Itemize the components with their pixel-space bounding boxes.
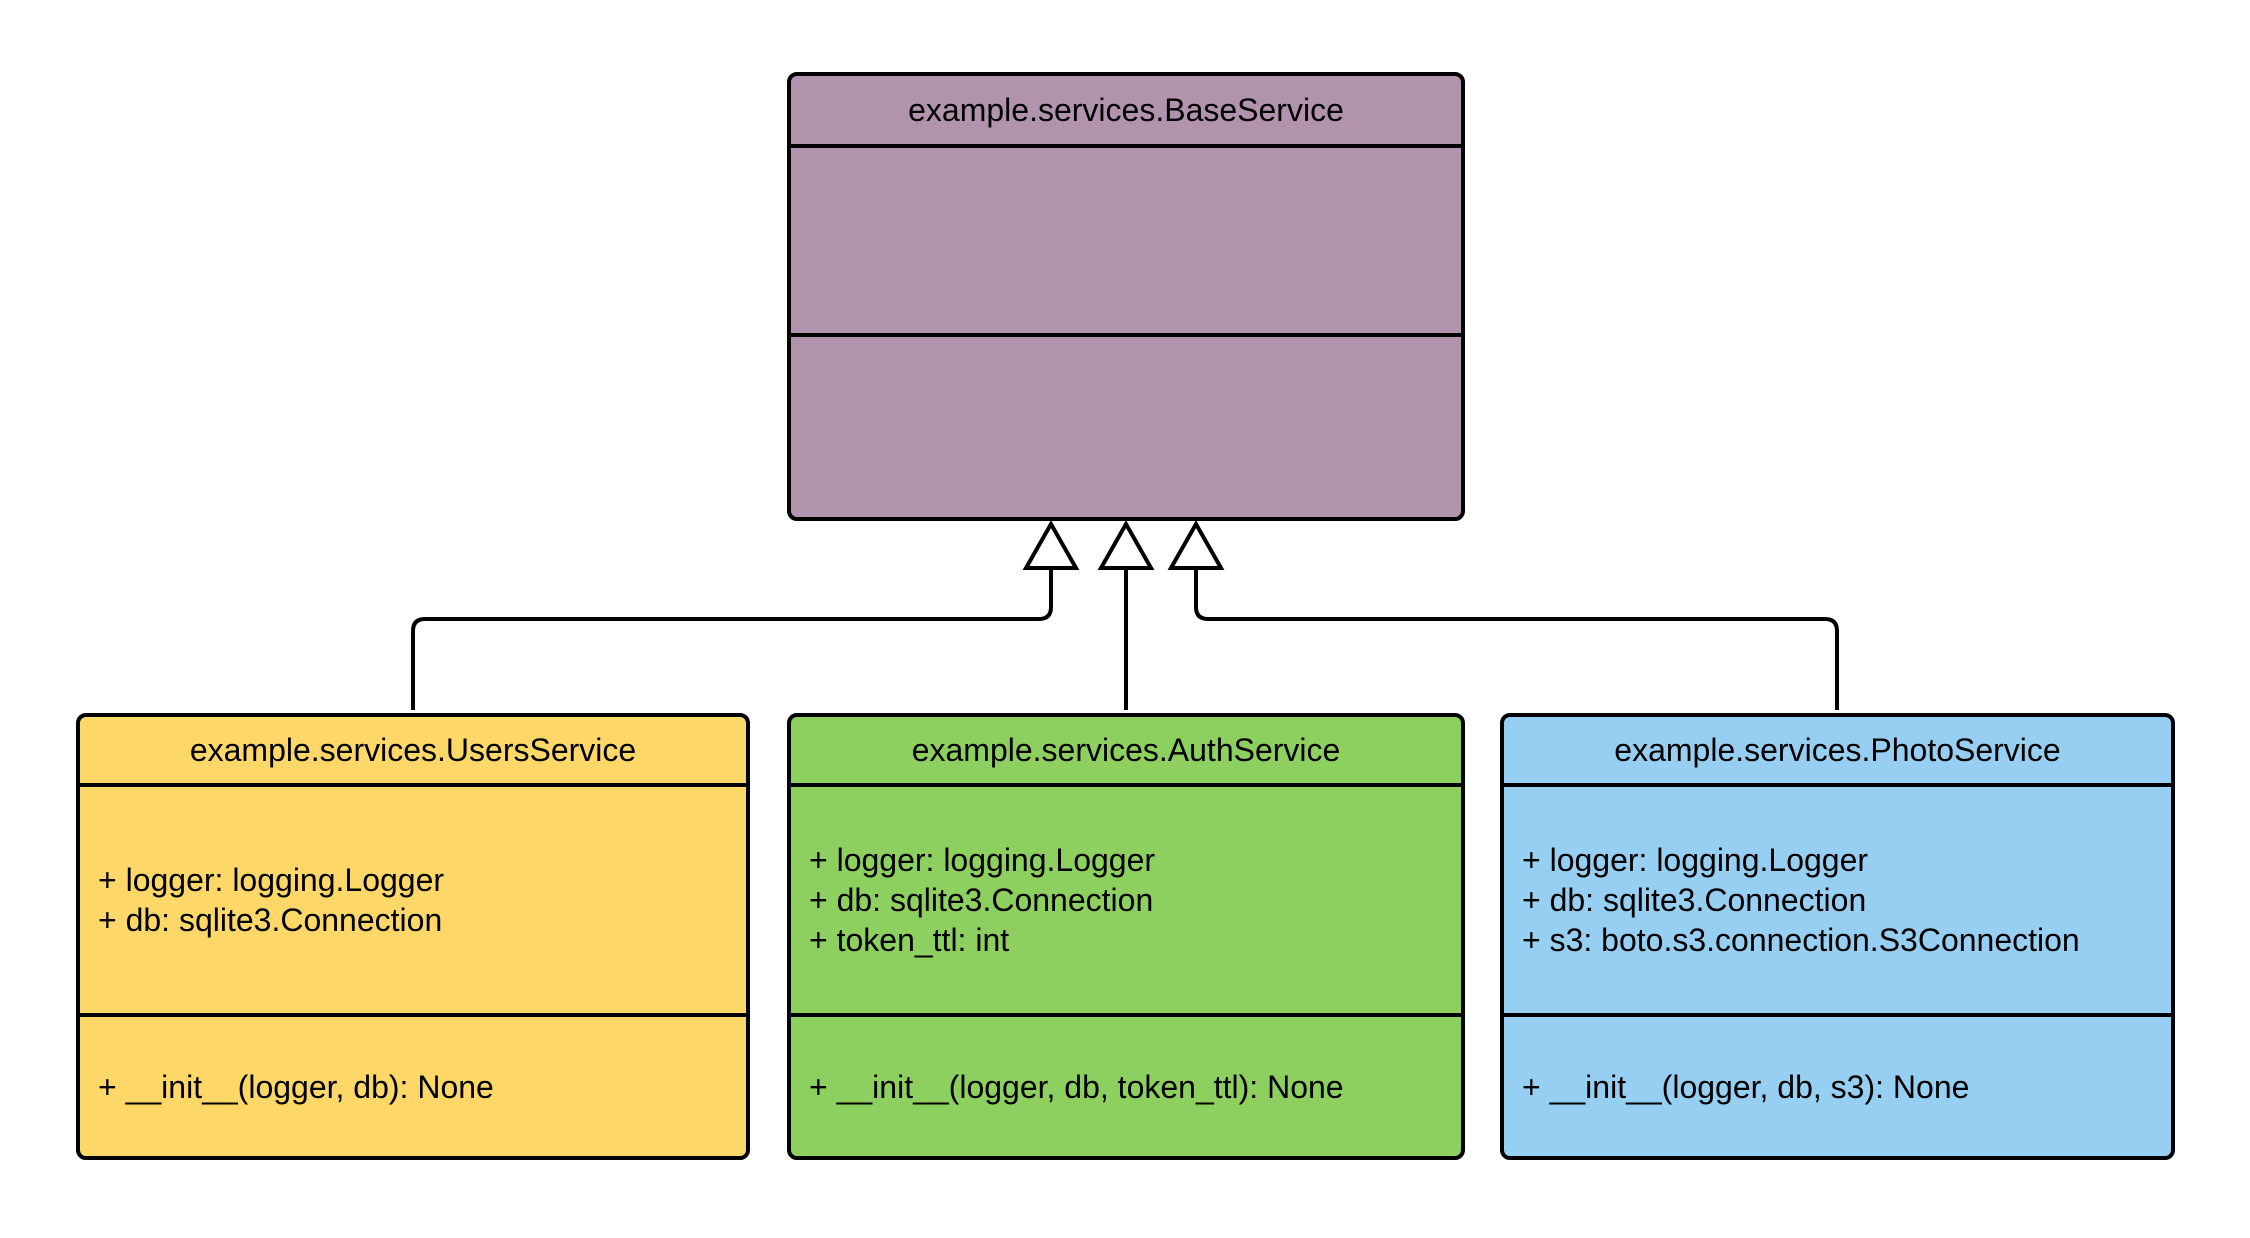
attribute-line: + token_ttl: int [809, 922, 1010, 958]
attribute-line: + db: sqlite3.Connection [809, 882, 1154, 918]
inheritance-edge-users-to-base [411, 568, 1053, 710]
attributes-compartment: + logger: logging.Logger + db: sqlite3.Co… [80, 787, 746, 1017]
attribute-line: + s3: boto.s3.connection.S3Connection [1522, 922, 2080, 958]
method-line: + __init__(logger, db, token_ttl): None [809, 1068, 1344, 1105]
class-title: example.services.AuthService [791, 717, 1461, 787]
methods-compartment [791, 337, 1461, 517]
attributes-compartment: + logger: logging.Logger + db: sqlite3.Co… [791, 787, 1461, 1017]
class-title: example.services.BaseService [791, 76, 1461, 148]
class-title: example.services.PhotoService [1504, 717, 2171, 787]
method-line: + __init__(logger, db): None [98, 1068, 494, 1105]
attribute-line: + logger: logging.Logger [1522, 842, 1869, 878]
attribute-line: + logger: logging.Logger [98, 862, 445, 898]
inheritance-arrow-icon [1022, 519, 1080, 570]
class-title: example.services.UsersService [80, 717, 746, 787]
class-box-base-service[interactable]: example.services.BaseService [787, 72, 1465, 521]
attribute-line: + db: sqlite3.Connection [98, 902, 443, 938]
class-box-auth-service[interactable]: example.services.AuthService + logger: l… [787, 713, 1465, 1160]
inheritance-arrow-icon [1097, 519, 1155, 570]
methods-compartment: + __init__(logger, db, token_ttl): None [791, 1017, 1461, 1156]
attributes-compartment: + logger: logging.Logger + db: sqlite3.Co… [1504, 787, 2171, 1017]
attribute-line: + db: sqlite3.Connection [1522, 882, 1867, 918]
method-line: + __init__(logger, db, s3): None [1522, 1068, 1970, 1105]
class-box-users-service[interactable]: example.services.UsersService + logger: … [76, 713, 750, 1160]
inheritance-edge-photo-to-base [1194, 568, 1839, 710]
attribute-line: + logger: logging.Logger [809, 842, 1156, 878]
inheritance-arrow-icon [1167, 519, 1225, 570]
methods-compartment: + __init__(logger, db, s3): None [1504, 1017, 2171, 1156]
class-box-photo-service[interactable]: example.services.PhotoService + logger: … [1500, 713, 2175, 1160]
attributes-compartment [791, 148, 1461, 337]
methods-compartment: + __init__(logger, db): None [80, 1017, 746, 1156]
